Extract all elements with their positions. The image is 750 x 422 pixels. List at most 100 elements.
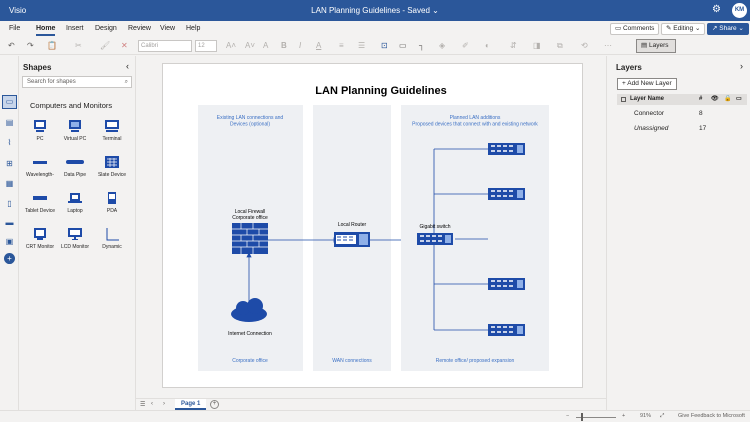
shape-pc[interactable]: PC <box>23 116 57 142</box>
line-icon[interactable]: ✐ <box>462 41 469 50</box>
zoom-out-icon[interactable]: − <box>566 413 570 419</box>
gear-icon[interactable]: ⚙ <box>712 4 721 15</box>
add-stencil-icon[interactable]: + <box>4 253 15 264</box>
ribbon-toolbar: ↶ ↷ 📋 ✂ 🖌 ✕ Calibri 12 A˄ A˅ A B I A ≡ ☰… <box>0 37 750 55</box>
delete-icon[interactable]: ✕ <box>121 41 128 50</box>
zoom-in-icon[interactable]: + <box>622 413 626 419</box>
layer-count: 8 <box>699 110 703 117</box>
drawing-page[interactable]: LAN Planning Guidelines Existing LAN con… <box>162 63 583 388</box>
fill-icon[interactable]: ◈ <box>439 41 446 50</box>
italic-icon[interactable]: I <box>299 41 302 50</box>
router-shape <box>334 232 370 247</box>
remote-switch-shape <box>488 143 525 155</box>
status-bar: − + 91% ⤢ Give Feedback to Microsoft <box>0 410 750 422</box>
shape-wavelength[interactable]: Wavelength- <box>23 152 57 178</box>
rotate-icon[interactable]: ⟲ <box>581 41 588 50</box>
layer-row[interactable]: Connector 8 <box>617 108 747 120</box>
effects-icon[interactable]: ◐ <box>485 41 490 50</box>
page-tab-1[interactable]: Page 1 <box>175 399 207 410</box>
align-icon[interactable]: ≡ <box>339 41 344 50</box>
shapes-title: Shapes <box>23 63 52 72</box>
shrink-font-icon[interactable]: A˅ <box>245 41 256 50</box>
add-layer-button[interactable]: + Add New Layer <box>617 78 677 90</box>
zoom-slider-thumb[interactable] <box>581 413 583 421</box>
tab-review[interactable]: Review <box>128 25 151 32</box>
shape-tablet-device[interactable]: Tablet Device <box>23 188 57 214</box>
search-icon: ⌕ <box>124 79 128 85</box>
tab-insert[interactable]: Insert <box>66 25 84 32</box>
group-icon[interactable]: ⧉ <box>557 41 563 50</box>
undo-icon[interactable]: ↶ <box>8 41 15 50</box>
more-icon[interactable]: ⋯ <box>604 41 612 50</box>
computers-stencil-icon[interactable]: ▭ <box>2 95 17 109</box>
grow-font-icon[interactable]: A˄ <box>226 41 237 50</box>
shape-pda[interactable]: PDA <box>95 188 129 214</box>
redo-icon[interactable]: ↷ <box>27 41 34 50</box>
text-box-icon[interactable]: ⊡ <box>381 41 388 50</box>
layer-count: 17 <box>699 125 707 132</box>
shape-search-input[interactable]: Search for shapes⌕ <box>22 76 132 88</box>
avatar[interactable]: KM <box>732 3 747 18</box>
fit-page-icon[interactable]: ⤢ <box>660 413 665 419</box>
app-name: Visio <box>9 6 27 15</box>
shape-crt-monitor[interactable]: CRT Monitor <box>23 224 57 250</box>
firewall-stencil-icon[interactable]: ▦ <box>5 179 14 188</box>
shape-laptop[interactable]: Laptop <box>58 188 92 214</box>
document-title[interactable]: LAN Planning Guidelines - Saved ⌄ <box>311 6 439 15</box>
arrange-icon[interactable]: ◨ <box>533 41 541 50</box>
zoom-slider[interactable] <box>576 417 616 418</box>
shape-slate-device[interactable]: Slate Device <box>95 152 129 178</box>
tab-file[interactable]: File <box>9 25 21 32</box>
remote-switch-shape <box>488 278 525 290</box>
remote-switch-shape <box>488 188 525 200</box>
shape-data-pipe[interactable]: Data Pipe <box>58 152 92 178</box>
cut-icon[interactable]: ✂ <box>75 41 82 50</box>
tab-help[interactable]: Help <box>186 25 201 32</box>
feedback-link[interactable]: Give Feedback to Microsoft <box>678 413 745 419</box>
bold-icon[interactable]: B <box>281 41 287 50</box>
prev-page-icon[interactable]: ‹ <box>151 401 153 407</box>
add-page-icon[interactable]: + <box>210 400 219 409</box>
format-painter-icon[interactable]: 🖌 <box>100 41 111 50</box>
clear-format-icon[interactable]: A <box>263 41 269 50</box>
collapse-icon[interactable]: ‹ <box>126 61 129 71</box>
shape-terminal[interactable]: Terminal <box>95 116 129 142</box>
zoom-level[interactable]: 91% <box>640 413 652 419</box>
next-page-icon[interactable]: › <box>163 401 165 407</box>
printer-stencil-icon[interactable]: ▣ <box>5 237 14 246</box>
tab-design[interactable]: Design <box>95 25 117 32</box>
position-icon[interactable]: ⇵ <box>510 41 517 50</box>
wireless-stencil-icon[interactable]: ⌇ <box>7 138 12 147</box>
font-name-field[interactable]: Calibri <box>138 40 192 52</box>
ribbon-tabs: File Home Insert Design Review View Help… <box>0 21 750 37</box>
editing-button[interactable]: ✎ Editing ⌄ <box>661 23 706 35</box>
checkbox-icon[interactable] <box>621 97 626 102</box>
drawing-canvas[interactable]: LAN Planning Guidelines Existing LAN con… <box>136 56 606 398</box>
remote-switch-group <box>488 143 525 336</box>
count-header-icon: # <box>699 96 703 102</box>
comments-button[interactable]: ▭ Comments <box>610 23 660 35</box>
font-size-field[interactable]: 12 <box>195 40 217 52</box>
shape-dynamic-connector[interactable]: Dynamic <box>95 224 129 250</box>
layer-row[interactable]: Unassigned 17 <box>617 123 747 135</box>
collapse-icon[interactable]: › <box>740 61 743 71</box>
tab-view[interactable]: View <box>160 25 176 32</box>
network-stencil-icon[interactable]: ▤ <box>5 118 14 127</box>
rack-stencil-icon[interactable]: ▬ <box>5 218 14 227</box>
font-color-icon[interactable]: A <box>316 41 322 50</box>
stencil-title: Computers and Monitors <box>30 101 113 110</box>
server-stencil-icon[interactable]: ⊞ <box>6 159 13 168</box>
switch-shape <box>417 233 453 245</box>
layers-button[interactable]: ▤ Layers <box>636 39 676 53</box>
connector-icon[interactable]: ┐ <box>419 41 425 50</box>
share-button[interactable]: ↗ Share ⌄ <box>707 23 749 35</box>
device-stencil-icon[interactable]: ▯ <box>7 199 12 208</box>
layers-icon: ▤ <box>641 42 648 49</box>
paste-icon[interactable]: 📋 <box>47 41 57 50</box>
tab-home[interactable]: Home <box>36 25 56 36</box>
shape-lcd-monitor[interactable]: LCD Monitor <box>58 224 92 250</box>
shape-icon[interactable]: ▭ <box>399 41 407 50</box>
all-pages-icon[interactable]: ☰ <box>140 402 146 408</box>
shape-virtual-pc[interactable]: Virtual PC <box>58 116 92 142</box>
bullets-icon[interactable]: ☰ <box>358 41 366 50</box>
